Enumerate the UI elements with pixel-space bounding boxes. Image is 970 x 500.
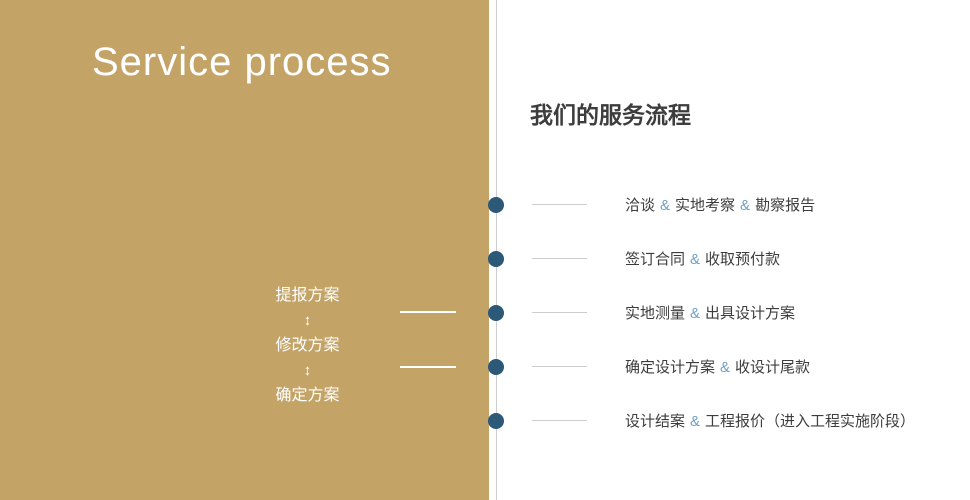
ampersand-separator: &	[690, 413, 701, 430]
connector-line-2	[400, 366, 456, 368]
step-connector-line	[532, 312, 587, 313]
step-text-segment: 出具设计方案	[705, 305, 796, 322]
step-label: 实地测量&出具设计方案	[625, 302, 795, 323]
step-dot-icon	[488, 196, 504, 213]
step-label: 设计结案&工程报价（进入工程实施阶段）	[625, 410, 915, 431]
step-dot-icon	[488, 412, 504, 429]
step-label: 洽谈&实地考察&勘察报告	[625, 194, 815, 215]
connector-line-1	[400, 311, 456, 313]
up-down-arrow-icon: ↕	[303, 312, 312, 329]
ampersand-separator: &	[660, 197, 671, 214]
plan-revision-flow: 提报方案 ↕ 修改方案 ↕ 确定方案	[250, 283, 365, 408]
up-down-arrow-icon: ↕	[303, 362, 312, 379]
process-step: 实地测量&出具设计方案	[488, 302, 795, 323]
step-connector-line	[532, 204, 587, 205]
process-step: 设计结案&工程报价（进入工程实施阶段）	[488, 410, 915, 431]
step-text-segment: 设计结案	[625, 413, 686, 430]
step-text-segment: 工程报价（进入工程实施阶段）	[705, 413, 916, 430]
page-title: Service process	[92, 40, 392, 84]
step-text-segment: 实地测量	[625, 305, 686, 322]
step-dot-icon	[488, 250, 504, 267]
steps-list: 洽谈&实地考察&勘察报告 签订合同&收取预付款 实地测量&出具设计方案 确定设计…	[0, 196, 970, 436]
step-connector-line	[532, 420, 587, 421]
plan-step-label: 确定方案	[275, 387, 340, 404]
step-text-segment: 确定设计方案	[625, 359, 716, 376]
step-dot-icon	[488, 304, 504, 321]
step-connector-line	[532, 258, 587, 259]
section-heading: 我们的服务流程	[530, 102, 691, 128]
step-label: 签订合同&收取预付款	[625, 248, 780, 269]
step-text-segment: 收设计尾款	[735, 359, 811, 376]
ampersand-separator: &	[690, 305, 701, 322]
plan-step-label: 修改方案	[275, 337, 340, 354]
process-step: 洽谈&实地考察&勘察报告	[488, 194, 815, 215]
plan-step-label: 提报方案	[275, 287, 340, 304]
step-text-segment: 收取预付款	[705, 251, 781, 268]
process-step: 确定设计方案&收设计尾款	[488, 356, 810, 377]
left-gold-panel	[0, 0, 489, 500]
step-text-segment: 洽谈	[625, 197, 656, 214]
step-label: 确定设计方案&收设计尾款	[625, 356, 810, 377]
vertical-divider-line	[496, 0, 497, 500]
ampersand-separator: &	[720, 359, 731, 376]
process-step: 签订合同&收取预付款	[488, 248, 780, 269]
ampersand-separator: &	[690, 251, 701, 268]
step-dot-icon	[488, 358, 504, 375]
step-text-segment: 实地考察	[675, 197, 736, 214]
ampersand-separator: &	[740, 197, 751, 214]
step-connector-line	[532, 366, 587, 367]
step-text-segment: 签订合同	[625, 251, 686, 268]
step-text-segment: 勘察报告	[755, 197, 816, 214]
